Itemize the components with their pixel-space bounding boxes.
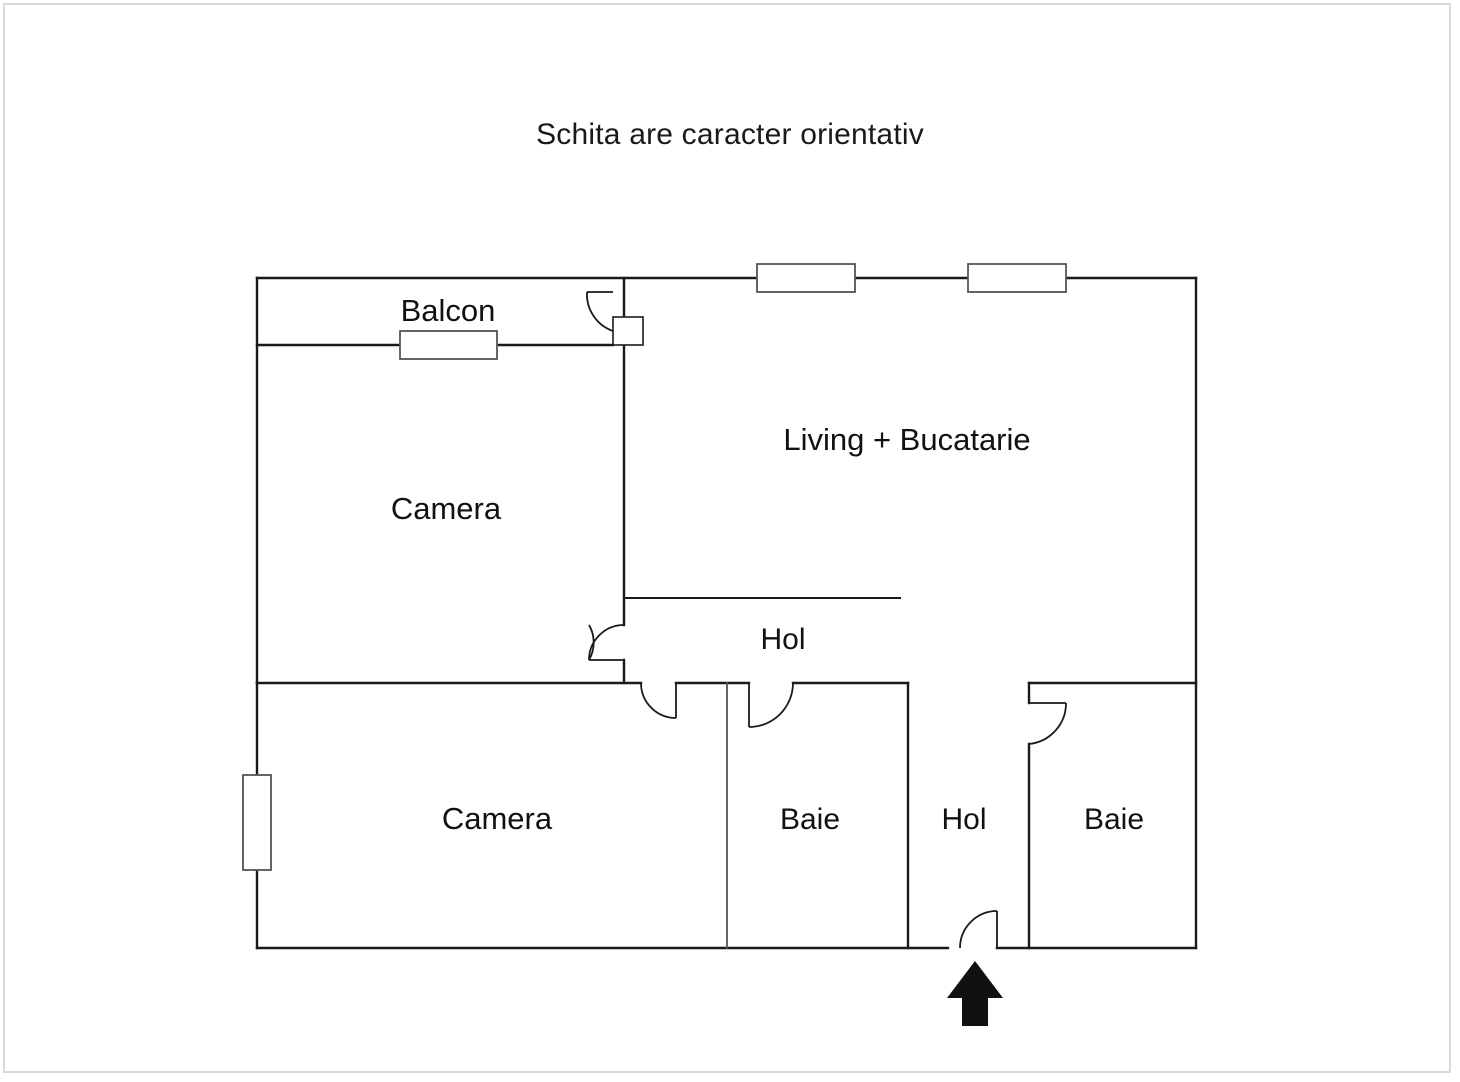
- room-label-balcon: Balcon: [401, 293, 496, 328]
- room-label-hol-1: Hol: [760, 623, 805, 656]
- windows-group: [242, 263, 1067, 871]
- room-label-camera-2: Camera: [442, 801, 553, 836]
- door-baie2-arc: [1028, 702, 1067, 745]
- door-baie2[interactable]: [1028, 702, 1067, 745]
- door-baie1[interactable]: [748, 682, 794, 728]
- window-balcony-south: [399, 330, 498, 360]
- room-labels-group: Balcon Camera Living + Bucatarie Hol Cam…: [391, 293, 1144, 836]
- door-camera1[interactable]: [588, 624, 625, 661]
- window-living-north-right: [967, 263, 1067, 293]
- door-balcony-arc: [586, 291, 614, 332]
- door-camera2[interactable]: [640, 682, 677, 719]
- page-title: Schita are caracter orientativ: [536, 118, 924, 151]
- room-label-baie-2: Baie: [1084, 803, 1144, 836]
- door-camera1-arc2: [588, 624, 625, 661]
- room-label-hol-2: Hol: [941, 803, 986, 836]
- door-entrance-arc: [959, 910, 998, 949]
- entrance-arrow: [947, 961, 1003, 1026]
- door-camera2-arc: [640, 682, 677, 719]
- window-living-north-left: [756, 263, 856, 293]
- door-entrance[interactable]: [959, 910, 998, 949]
- room-label-baie-1: Baie: [780, 803, 840, 836]
- room-label-living-bucatarie: Living + Bucatarie: [783, 422, 1030, 457]
- doors-group: [586, 291, 1067, 949]
- window-camera2-west: [242, 774, 272, 871]
- door-balcony-leaf: [612, 316, 644, 346]
- door-balcony[interactable]: [586, 291, 644, 346]
- door-baie1-arc: [748, 682, 794, 728]
- entrance-arrow-shape: [947, 961, 1003, 1026]
- room-label-camera-1: Camera: [391, 491, 502, 526]
- walls-group: [255, 276, 1198, 950]
